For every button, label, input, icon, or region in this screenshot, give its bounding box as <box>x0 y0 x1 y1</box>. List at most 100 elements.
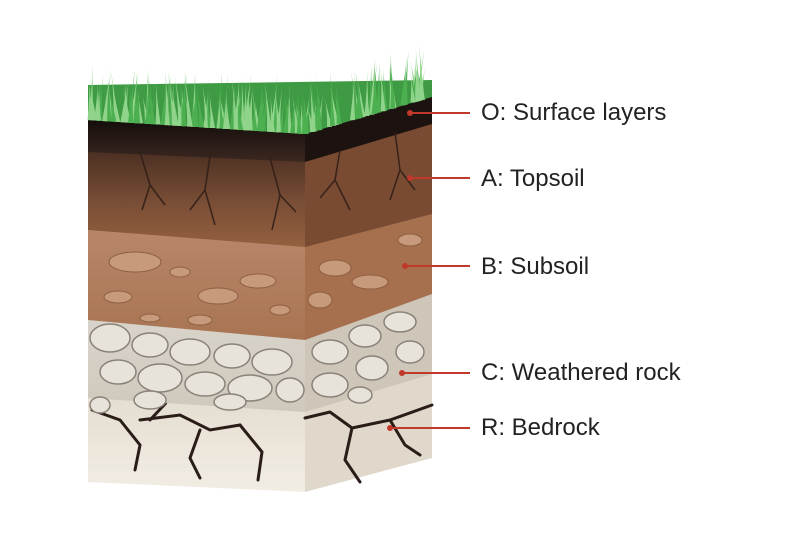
weathered-rock-stone <box>213 343 251 369</box>
label-c-weathered-rock: C: Weathered rock <box>481 359 681 386</box>
leader-lines <box>387 110 470 431</box>
grass-blade <box>173 69 184 126</box>
grass-blade <box>380 65 386 112</box>
grass-blade <box>418 42 425 100</box>
weathered-rock-stone <box>395 340 425 364</box>
grass-blade <box>168 82 177 126</box>
label-b-subsoil: B: Subsoil <box>481 253 590 280</box>
weathered-rock-stone <box>251 348 293 376</box>
grass-blade <box>148 75 156 125</box>
grass-blade <box>195 83 204 128</box>
grass-blade <box>270 78 278 132</box>
grass-blade <box>164 68 170 126</box>
weathered-rock-stone <box>89 323 131 353</box>
grass-blade <box>240 75 246 130</box>
grass-blade <box>233 84 244 130</box>
leader-dot <box>399 370 405 376</box>
subsoil-stone <box>103 290 133 304</box>
layer-a-topsoil <box>88 122 432 247</box>
grass-blade <box>313 100 321 131</box>
grass-blade <box>334 89 342 125</box>
subsoil-stone <box>351 274 389 290</box>
weathered-rock-stone <box>347 386 373 404</box>
grass-blade <box>122 79 129 123</box>
grass-blade <box>160 83 166 125</box>
grass-blade <box>283 81 292 133</box>
grass-blade <box>414 54 420 102</box>
grass-blade <box>402 50 409 105</box>
subsoil-stone <box>318 259 352 277</box>
weathered-rock-stone <box>348 324 382 348</box>
grass-blade <box>302 85 310 134</box>
leader-dot <box>387 425 393 431</box>
grass-blade <box>254 99 261 131</box>
weathered-rock-stone <box>89 396 111 414</box>
weathered-rock-stone <box>355 355 389 381</box>
grass-blade <box>286 84 292 133</box>
weathered-rock-stone <box>311 372 349 398</box>
leader-dot <box>407 110 413 116</box>
grass-blade <box>369 56 376 115</box>
weathered-rock-stone <box>213 393 247 411</box>
grass-blade <box>301 93 307 134</box>
grass-blade <box>183 68 193 127</box>
grass-blade <box>190 85 199 127</box>
grass-blade <box>222 91 228 129</box>
grass-layer <box>87 42 432 134</box>
grass-blade <box>415 45 422 101</box>
grass-blade <box>270 94 276 132</box>
grass-blade <box>260 89 268 132</box>
subsoil-stone <box>307 291 333 309</box>
grass-blade <box>208 91 215 129</box>
grass-blade <box>120 86 128 123</box>
grass-blade <box>309 77 317 132</box>
grass-blade <box>410 72 416 103</box>
leader-dot <box>407 175 413 181</box>
subsoil-stone <box>108 251 162 273</box>
grass-blade <box>112 87 121 122</box>
subsoil-stone <box>139 313 161 323</box>
grass-blade <box>272 74 278 133</box>
grass-blade <box>364 68 370 116</box>
weathered-rock-stone <box>169 338 211 366</box>
grass-blade <box>242 84 251 131</box>
grass-blade <box>106 84 112 122</box>
weathered-rock-stone <box>184 371 226 397</box>
label-o-surface-layers: O: Surface layers <box>481 99 667 126</box>
grass-blade <box>290 99 296 134</box>
grass-blade <box>349 69 356 121</box>
leader-dot <box>402 263 408 269</box>
grass-blade <box>95 81 101 121</box>
grass-blade <box>247 85 253 131</box>
grass-blade <box>418 67 426 101</box>
grass-blade <box>231 73 239 130</box>
subsoil-stone <box>269 304 291 316</box>
grass-blade <box>203 94 209 128</box>
grass-blade <box>355 68 364 118</box>
grass-blade <box>315 73 323 130</box>
grass-blade <box>145 71 151 124</box>
weathered-rock-stone <box>133 390 167 410</box>
subsoil-stone <box>397 233 423 247</box>
bedrock-cracks <box>90 393 434 484</box>
grass-blade <box>155 79 161 125</box>
grass-blade <box>263 75 273 132</box>
grass-blade <box>184 93 193 127</box>
grass-blade <box>141 92 150 124</box>
grass-blade <box>400 58 407 106</box>
grass-blade <box>291 92 300 134</box>
weathered-rock-stone <box>311 339 349 365</box>
grass-blade <box>219 91 225 129</box>
grass-blade <box>168 68 175 126</box>
grass-blade <box>108 87 117 122</box>
grass-blade <box>88 62 94 121</box>
grass-blade <box>296 91 302 134</box>
label-a-topsoil: A: Topsoil <box>481 165 585 192</box>
grass-blade <box>135 84 141 124</box>
grass-blade <box>259 79 265 132</box>
grass-blade <box>324 96 333 127</box>
grass-blade <box>278 94 286 133</box>
grass-blade <box>388 69 395 109</box>
weathered-rock-stone <box>131 332 169 358</box>
grass-blade <box>390 59 396 109</box>
